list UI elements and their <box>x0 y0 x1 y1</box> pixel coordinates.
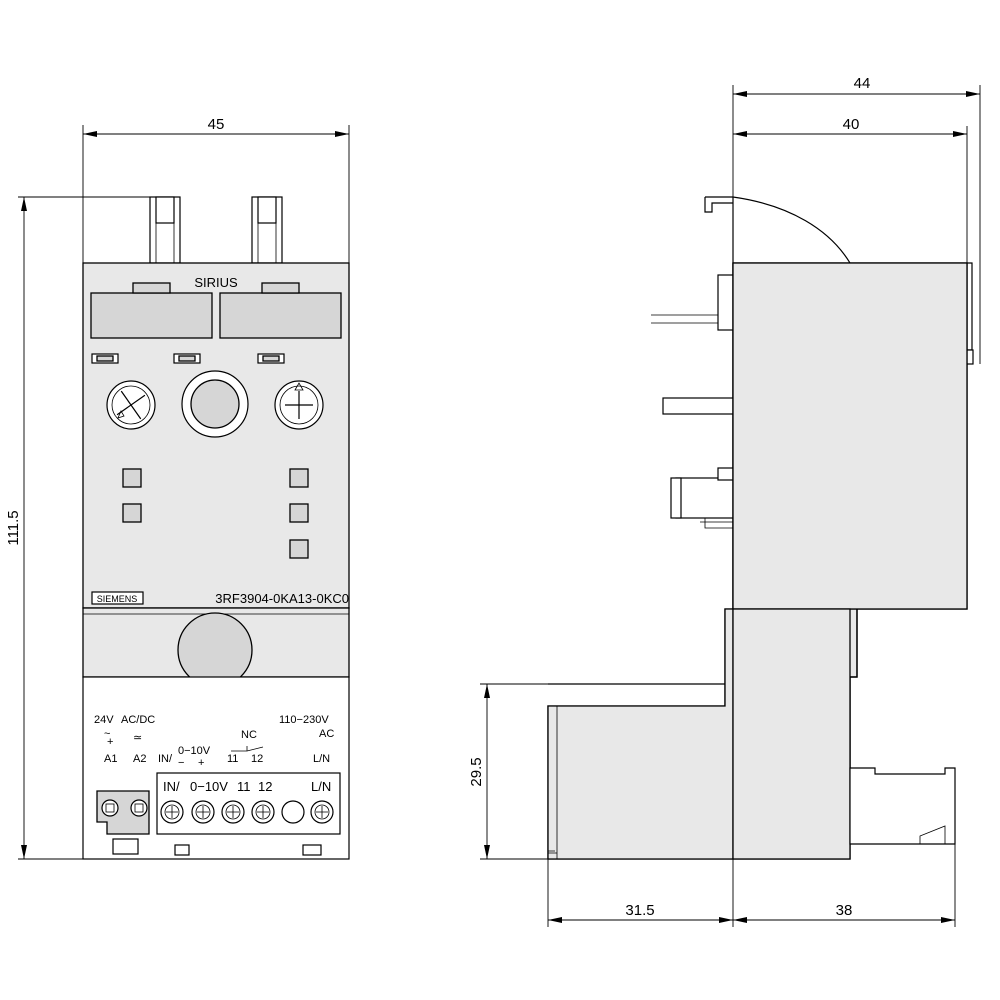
bottom-foot-2 <box>302 844 322 856</box>
side-lower-body <box>732 608 851 860</box>
dimension-height-total: 111.5 <box>5 196 155 860</box>
reset-button-icon <box>181 370 249 438</box>
fixing-knob-icon <box>177 612 253 688</box>
terminal-a2-label: A2 <box>133 753 146 765</box>
side-slot <box>662 397 734 415</box>
mains-voltage-label: 110−230V <box>279 714 329 726</box>
supply-symbol-a2: ≃ <box>133 732 142 744</box>
term-12-label: 12 <box>251 753 263 765</box>
input-plus-label: + <box>198 757 204 769</box>
top-connector-left <box>149 196 181 264</box>
status-led-left-1 <box>122 468 142 488</box>
side-view <box>547 196 974 860</box>
screw-terminal-5-icon <box>310 800 334 824</box>
nc-contact-icon <box>231 746 264 752</box>
manufacturer-label: SIEMENS <box>97 594 138 604</box>
mains-type-label: AC <box>319 728 334 740</box>
supply-plug <box>96 790 150 835</box>
led-indicator-3 <box>257 353 285 364</box>
status-led-right-3 <box>289 539 309 559</box>
terminal-strip: IN/ 0−10V 11 12 L/N <box>156 772 341 835</box>
terminal-cover-right <box>219 282 342 339</box>
screw-terminal-2-icon <box>191 800 215 824</box>
side-clip-lever <box>732 196 851 264</box>
strip-12-label: 12 <box>258 779 272 794</box>
led-indicator-2 <box>173 353 201 364</box>
dimension-depth-body: 40 <box>733 116 968 263</box>
term-11-label: 11 <box>227 753 238 765</box>
dimension-height-lower: 29.5 <box>468 683 548 860</box>
strip-in-label: IN/ <box>163 779 180 794</box>
supply-voltage-label: 24V <box>94 714 114 726</box>
order-number: 3RF3904-0KA13-0KC0 <box>215 591 349 606</box>
blank-terminal-icon <box>281 800 305 824</box>
depth-lower-right-value: 38 <box>836 902 853 919</box>
potentiometer-right-icon <box>274 380 324 430</box>
supply-symbol-a1: ~ <box>104 728 110 740</box>
status-led-right-1 <box>289 468 309 488</box>
ln-label: L/N <box>313 753 330 765</box>
manufacturer-plate <box>91 591 144 605</box>
front-view: SIRIUS <box>82 196 350 860</box>
dimension-width-front: 45 <box>82 116 350 263</box>
input-label: IN/ <box>158 753 173 765</box>
led-indicator-1 <box>91 353 119 364</box>
dimension-depth-lower: 31.5 38 <box>547 609 956 927</box>
screw-terminal-4-icon <box>251 800 275 824</box>
input-minus-label: − <box>178 757 184 769</box>
terminal-a1-label: A1 <box>104 753 117 765</box>
strip-ln-label: L/N <box>311 779 331 794</box>
height-lower-value: 29.5 <box>468 757 485 786</box>
side-terminal-middle <box>670 467 734 529</box>
strip-11-label: 11 <box>237 779 251 794</box>
supply-symbol-a1-plus: + <box>107 736 113 748</box>
bottom-foot-1 <box>174 844 190 856</box>
depth-body-value: 40 <box>843 116 860 133</box>
height-total-value: 111.5 <box>5 510 22 545</box>
depth-total-value: 44 <box>854 75 871 92</box>
strip-range-label: 0−10V <box>190 779 228 794</box>
side-terminal-lower <box>849 767 956 845</box>
input-range-label: 0−10V <box>178 745 211 757</box>
status-led-left-2 <box>122 503 142 523</box>
dimension-depth-total: 44 <box>732 75 981 364</box>
bottom-latch-left <box>112 838 139 855</box>
screw-terminal-1-icon <box>160 800 184 824</box>
brand-label: SIRIUS <box>194 275 238 290</box>
side-lower-left <box>547 608 734 860</box>
screw-terminal-3-icon <box>221 800 245 824</box>
supply-type-label: AC/DC <box>121 714 155 726</box>
width-front-value: 45 <box>208 116 225 133</box>
status-led-right-2 <box>289 503 309 523</box>
top-connector-right <box>251 196 283 264</box>
terminal-cover-left <box>90 282 213 339</box>
side-terminal-upper <box>717 274 734 331</box>
depth-lower-left-value: 31.5 <box>625 902 654 919</box>
nc-label: NC <box>241 729 257 741</box>
potentiometer-left-icon <box>106 380 156 430</box>
